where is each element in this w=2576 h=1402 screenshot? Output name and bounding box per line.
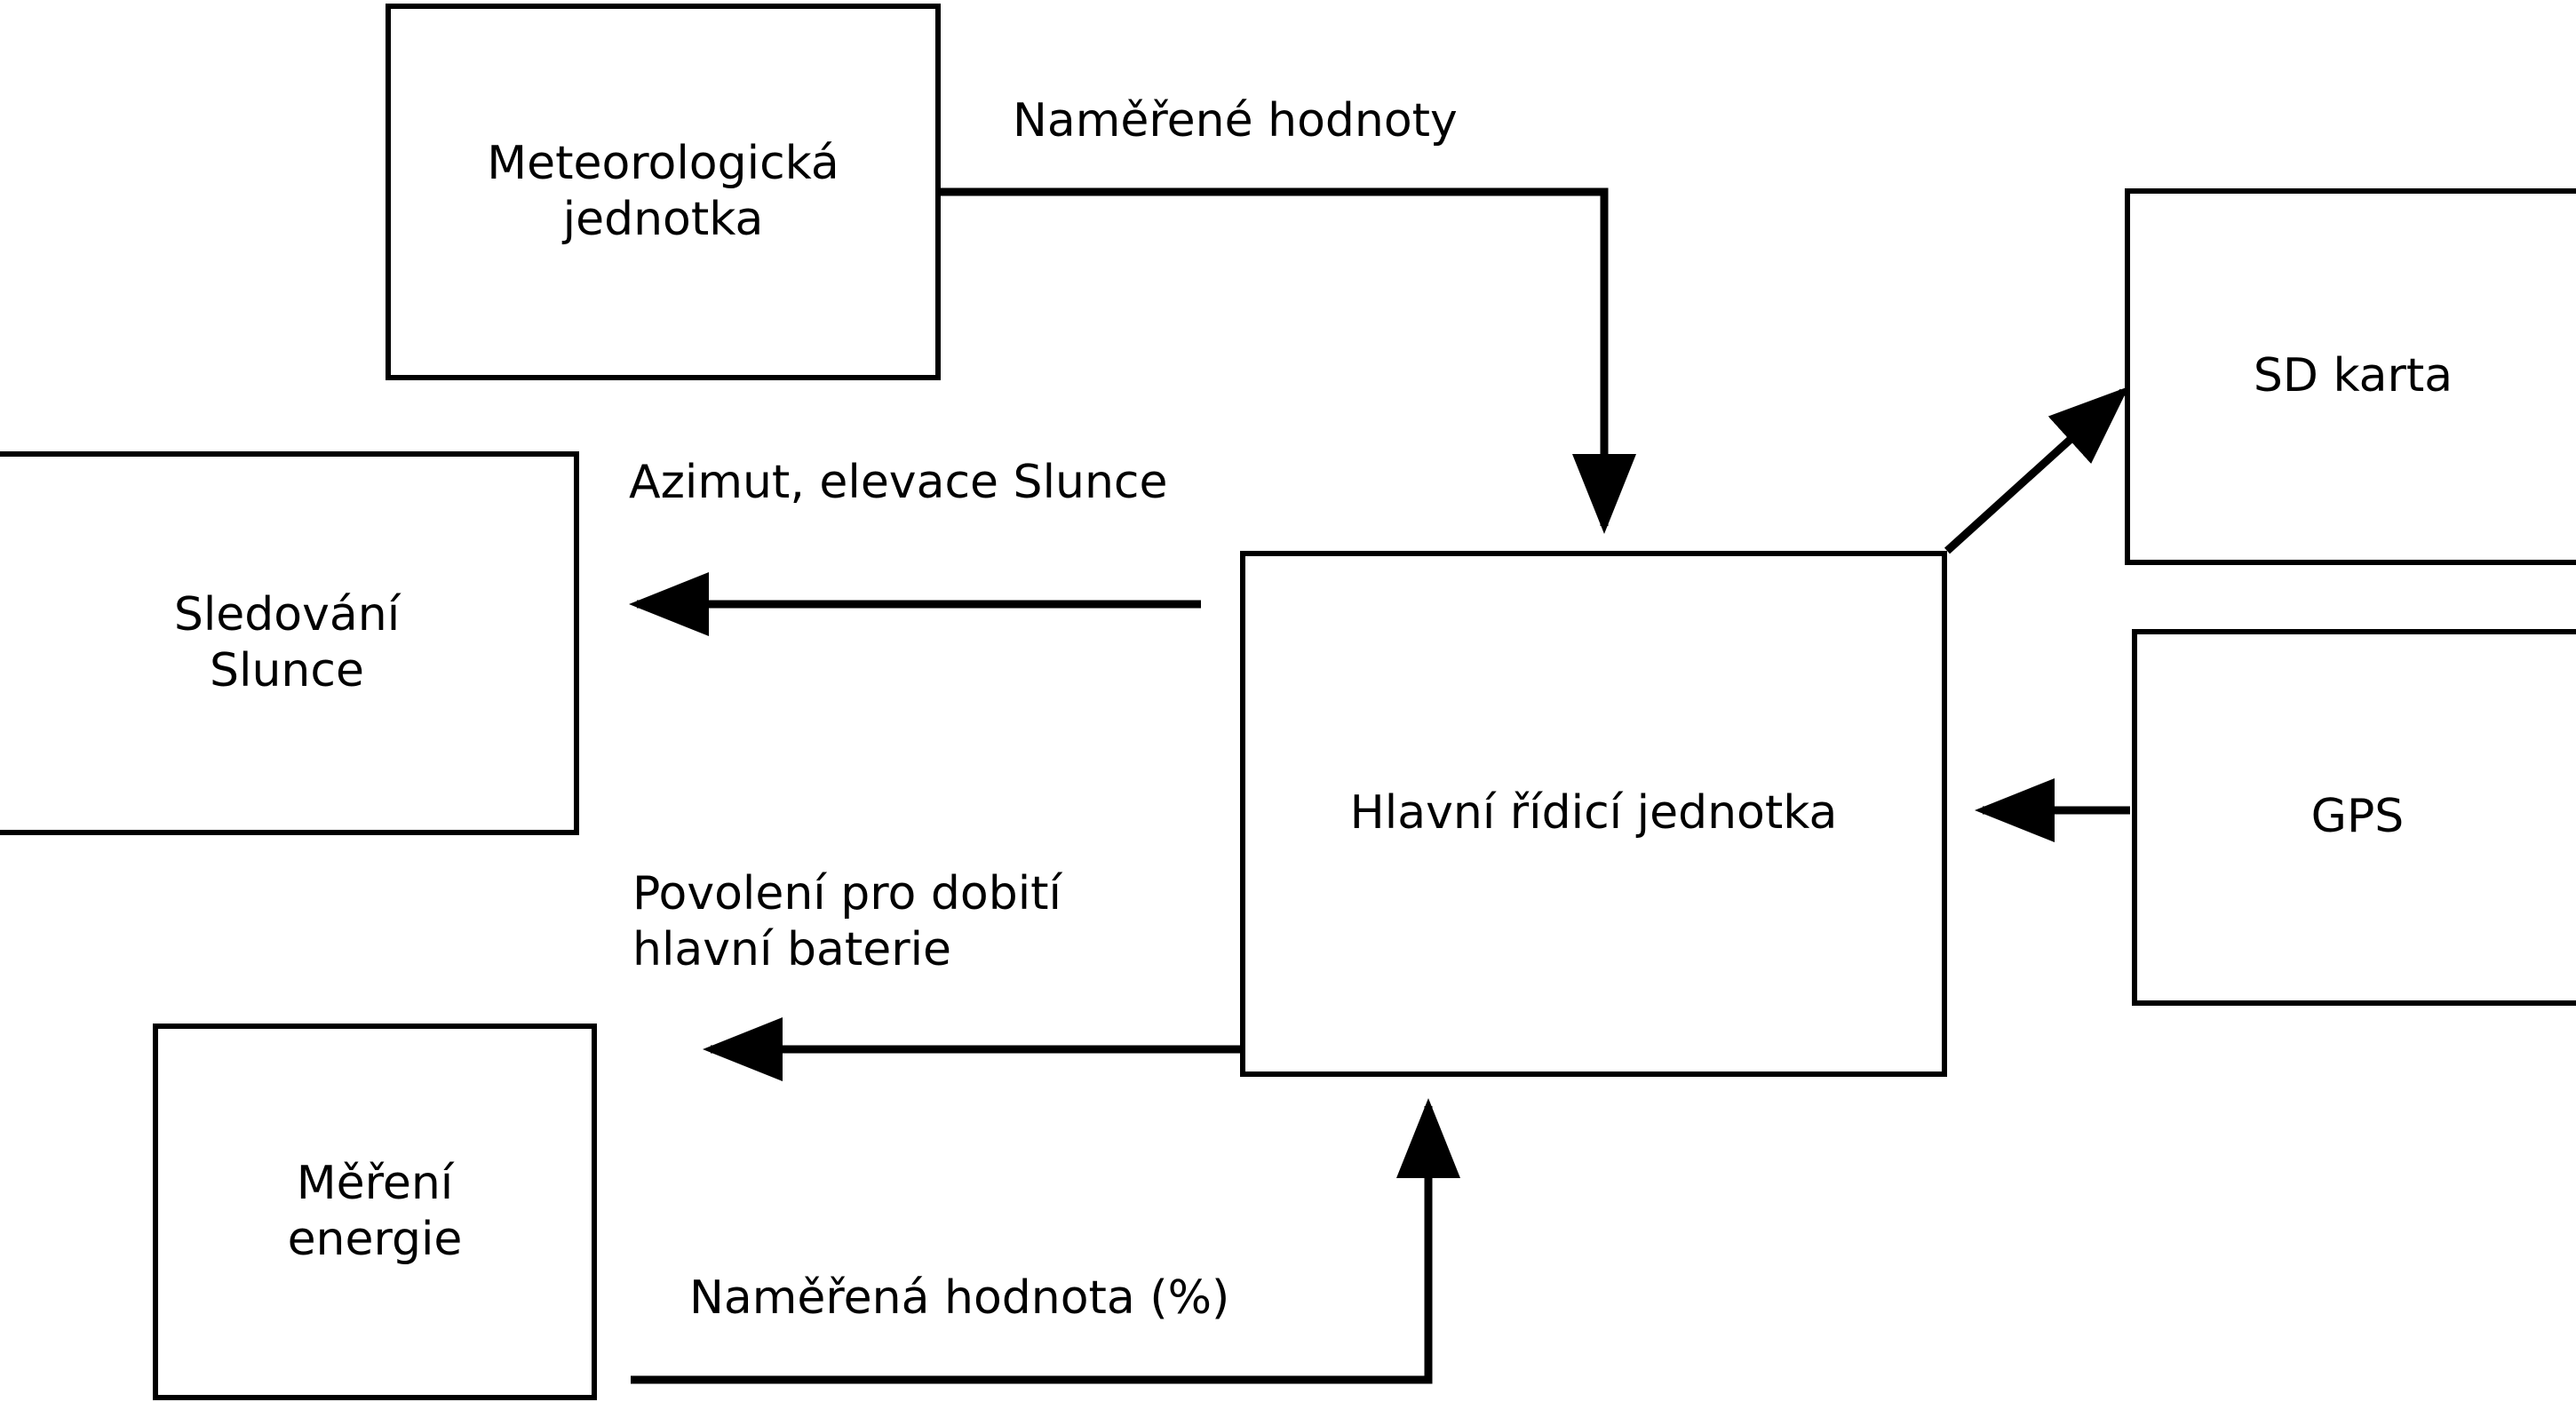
node-sun-tracking[interactable]: Sledování Slunce [0, 451, 579, 835]
edge-label-azimuth-elevation: Azimut, elevace Slunce [629, 456, 1168, 509]
edge-label-measured-values: Naměřené hodnoty [1013, 94, 1458, 147]
edge-label-charge-permission: Povolení pro dobití hlavní baterie [632, 867, 1061, 977]
node-gps[interactable]: GPS [2132, 629, 2576, 1006]
connector-energy-to-main [631, 1098, 1460, 1384]
node-sd-card[interactable]: SD karta [2125, 188, 2576, 565]
node-energy-measurement[interactable]: Měření energie [153, 1024, 597, 1400]
connector-main-to-sdcard [1944, 386, 2129, 554]
node-main-control-unit[interactable]: Hlavní řídicí jednotka [1240, 551, 1947, 1077]
edge-label-measured-value-percent: Naměřená hodnota (%) [689, 1271, 1230, 1325]
connector-meteo-to-main [941, 187, 1636, 534]
node-meteo-unit[interactable]: Meteorologická jednotka [386, 4, 941, 380]
